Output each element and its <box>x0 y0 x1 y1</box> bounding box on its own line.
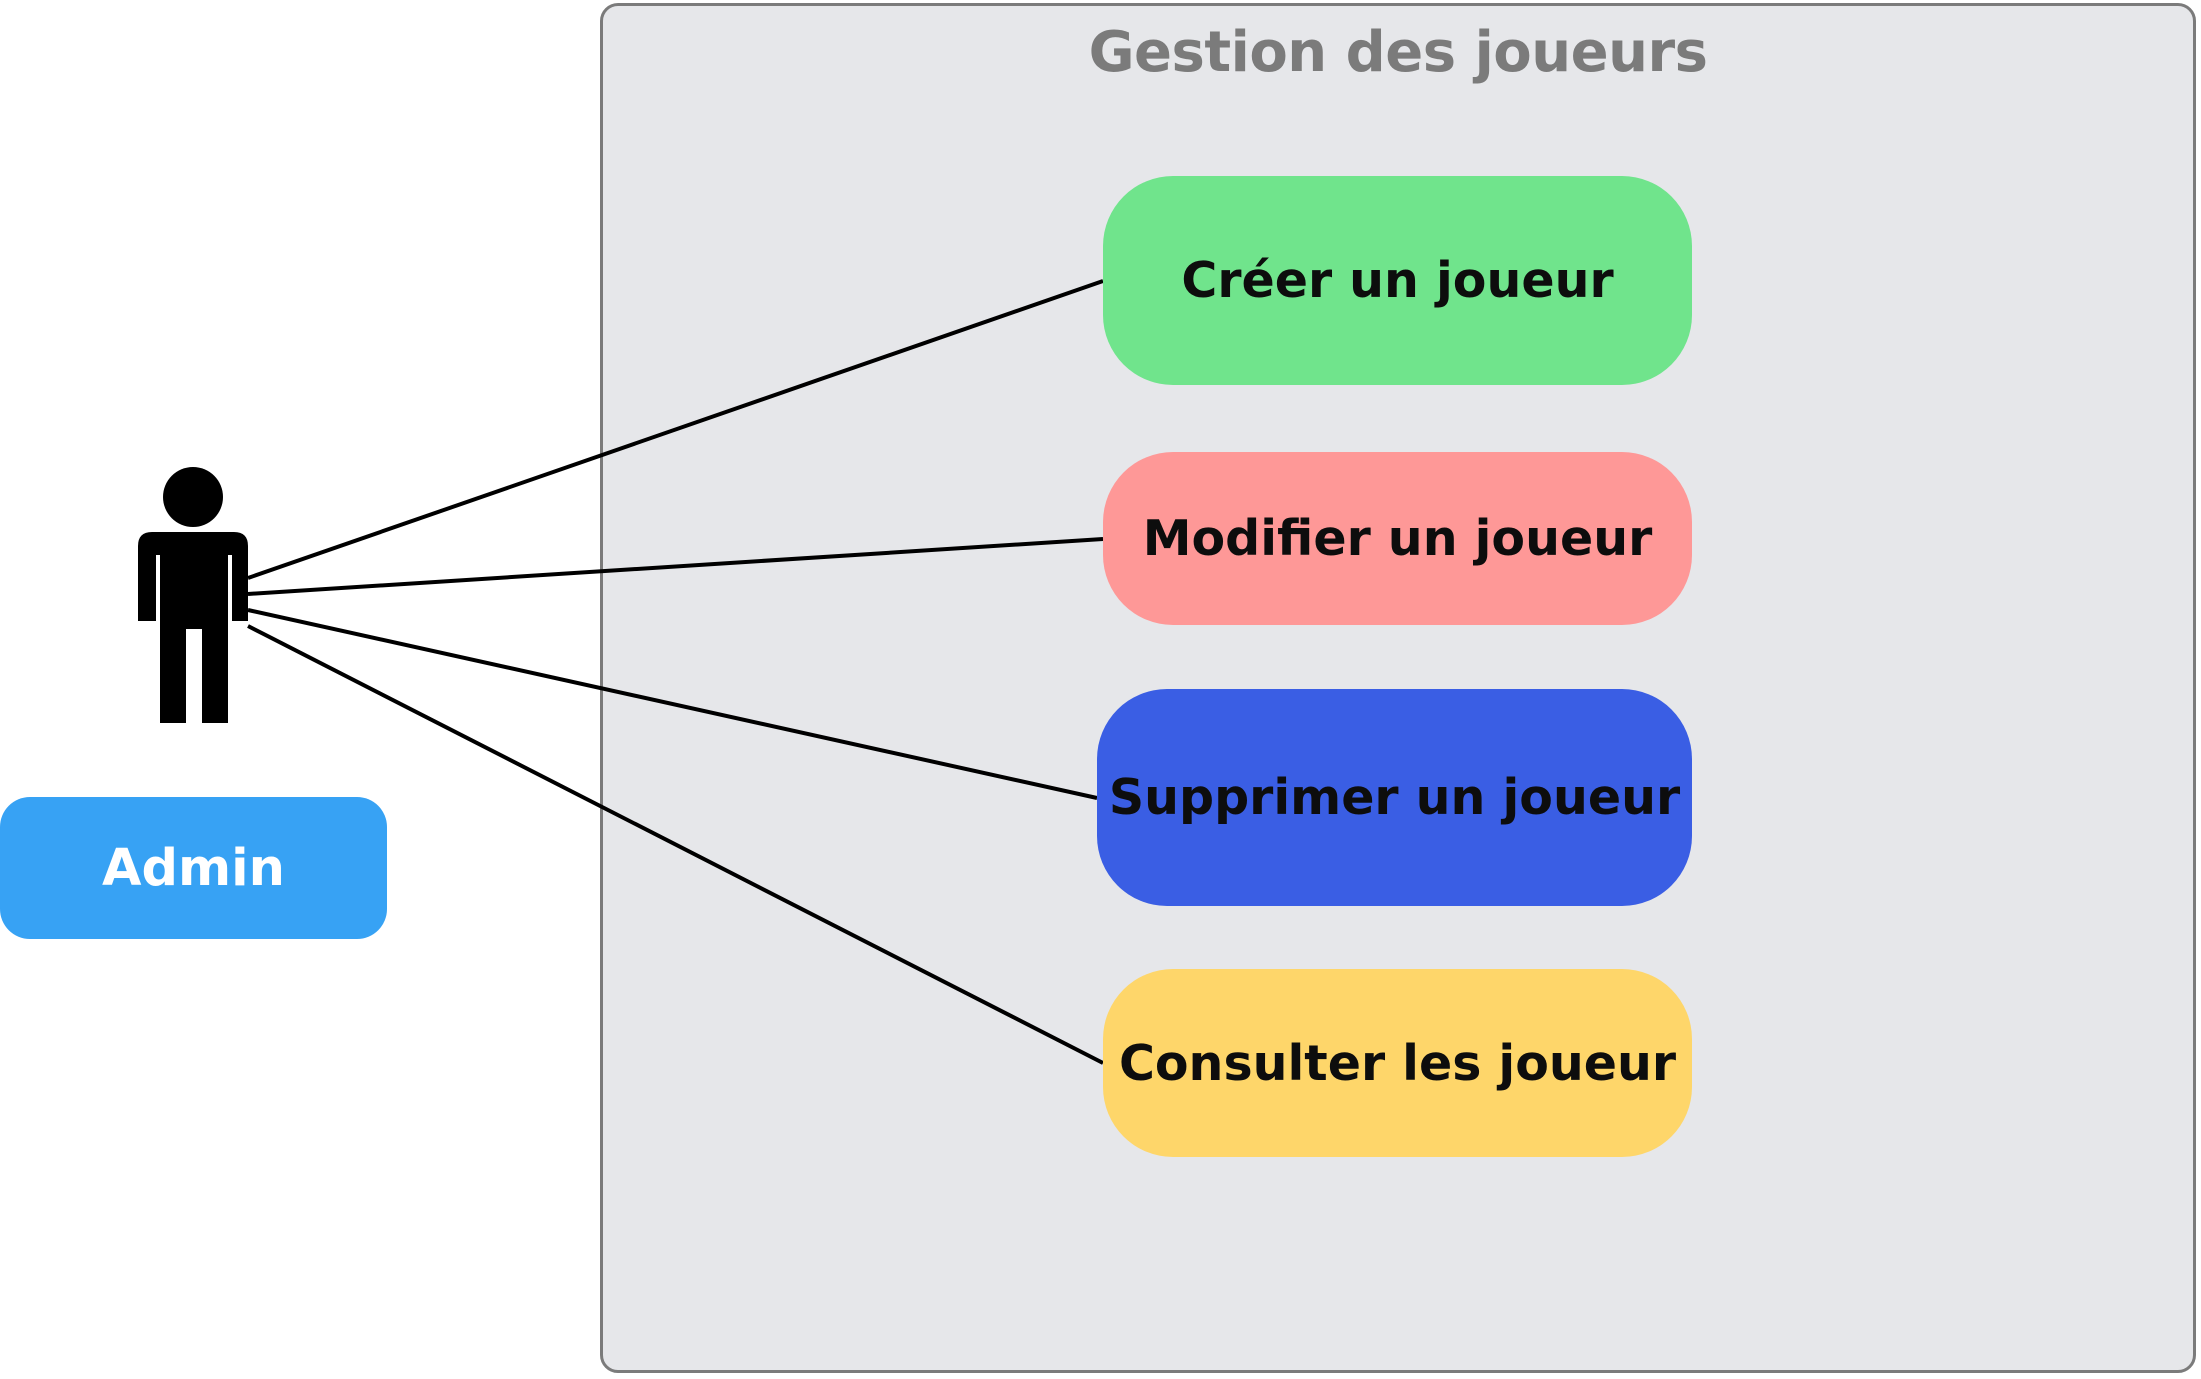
use-case-view-players[interactable]: Consulter les joueur <box>1103 969 1692 1157</box>
actor-label-admin[interactable]: Admin <box>0 797 387 939</box>
use-case-modify-player[interactable]: Modifier un joueur <box>1103 452 1692 625</box>
use-case-delete-player[interactable]: Supprimer un joueur <box>1097 689 1692 906</box>
system-title: Gestion des joueurs <box>1088 20 1708 85</box>
actor-person-icon <box>138 467 248 723</box>
use-case-create-player[interactable]: Créer un joueur <box>1103 176 1692 385</box>
